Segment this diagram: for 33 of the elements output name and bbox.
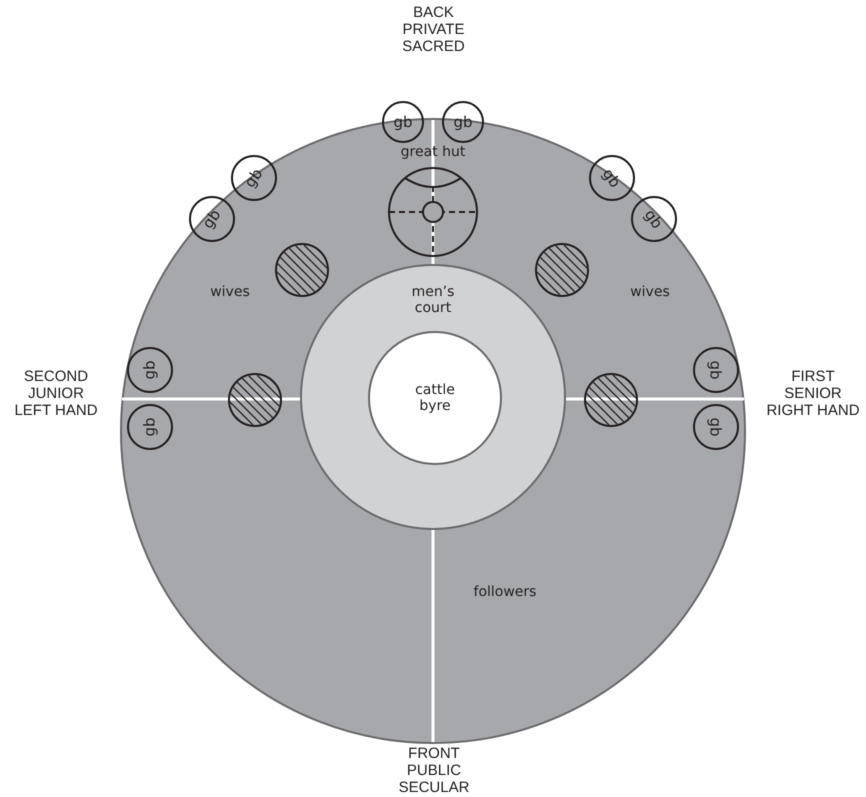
hatched-circle <box>535 243 589 297</box>
hatched-circle <box>275 243 329 297</box>
direction-label: FIRST SENIOR RIGHT HAND <box>765 368 861 419</box>
area-label: wives <box>629 284 671 300</box>
hut-circle <box>693 404 739 450</box>
direction-label: FRONT PUBLIC SECULAR <box>398 745 470 796</box>
area-label: men’s court <box>410 284 456 316</box>
area-label: wives <box>209 284 251 300</box>
hut-label: gb <box>641 206 667 232</box>
hut-label: gb <box>393 113 413 131</box>
hut-label: gb <box>141 417 159 437</box>
hatched-circle <box>228 373 282 427</box>
hut-circle <box>693 347 739 393</box>
hut-label: gb <box>241 165 267 191</box>
hut-circle <box>382 101 424 143</box>
hut-label: gb <box>707 360 725 380</box>
hut-circle <box>189 196 235 242</box>
hut-circle <box>631 196 677 242</box>
hut-label: gb <box>199 206 225 232</box>
hut-circle <box>127 404 173 450</box>
area-label: followers <box>472 584 538 600</box>
hut-circle <box>127 347 173 393</box>
hut-label: gb <box>141 360 159 380</box>
hut-circle <box>589 155 635 201</box>
direction-label: BACK PRIVATE SACRED <box>401 4 466 55</box>
hut-circle <box>231 155 277 201</box>
area-label: cattle byre <box>414 382 456 414</box>
hut-label: gb <box>707 417 725 437</box>
hut-label: gb <box>599 165 625 191</box>
hut-label: gb <box>453 113 473 131</box>
direction-label: SECOND JUNIOR LEFT HAND <box>13 368 99 419</box>
hatched-circle <box>584 373 638 427</box>
hut-circle <box>442 101 484 143</box>
